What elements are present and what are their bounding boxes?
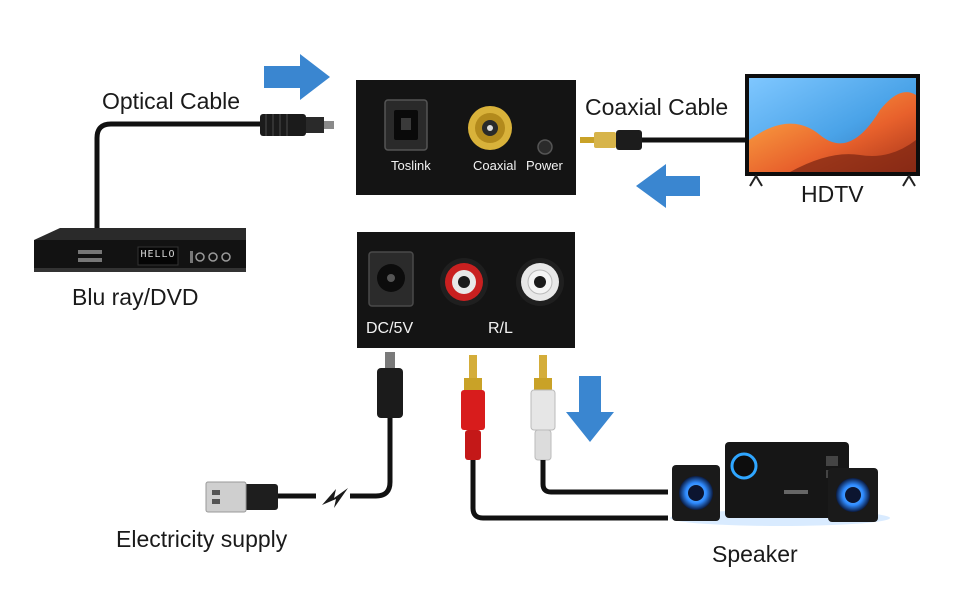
optical-cable xyxy=(94,114,334,236)
speaker-icon xyxy=(670,442,890,526)
dc-port-label: DC/5V xyxy=(366,320,414,337)
arrow-left-icon xyxy=(636,164,700,208)
converter-back-panel xyxy=(357,232,575,348)
bluray-player-icon xyxy=(34,228,246,272)
hdtv-label: HDTV xyxy=(801,181,864,207)
speaker-label: Speaker xyxy=(712,541,798,567)
arrow-right-icon xyxy=(264,54,330,100)
optical-cable-label: Optical Cable xyxy=(102,88,241,114)
hdtv-icon xyxy=(745,74,920,187)
usb-plug-icon xyxy=(205,481,278,513)
electricity-supply-label: Electricity supply xyxy=(116,526,288,552)
coaxial-port-label: Coaxial xyxy=(473,158,517,173)
coaxial-cable-label: Coaxial Cable xyxy=(585,94,729,120)
arrow-down-icon xyxy=(566,376,614,442)
rca-cable-red xyxy=(461,355,668,521)
player-label: Blu ray/DVD xyxy=(72,284,199,310)
toslink-port-label: Toslink xyxy=(391,158,431,173)
coaxial-cable xyxy=(580,130,745,150)
dc-power-cable xyxy=(276,352,403,508)
rl-port-label: R/L xyxy=(488,320,513,337)
converter-front-panel xyxy=(356,80,576,195)
player-display: HELLO xyxy=(140,249,176,260)
rca-cable-white xyxy=(530,355,668,495)
power-led-label: Power xyxy=(526,158,563,173)
